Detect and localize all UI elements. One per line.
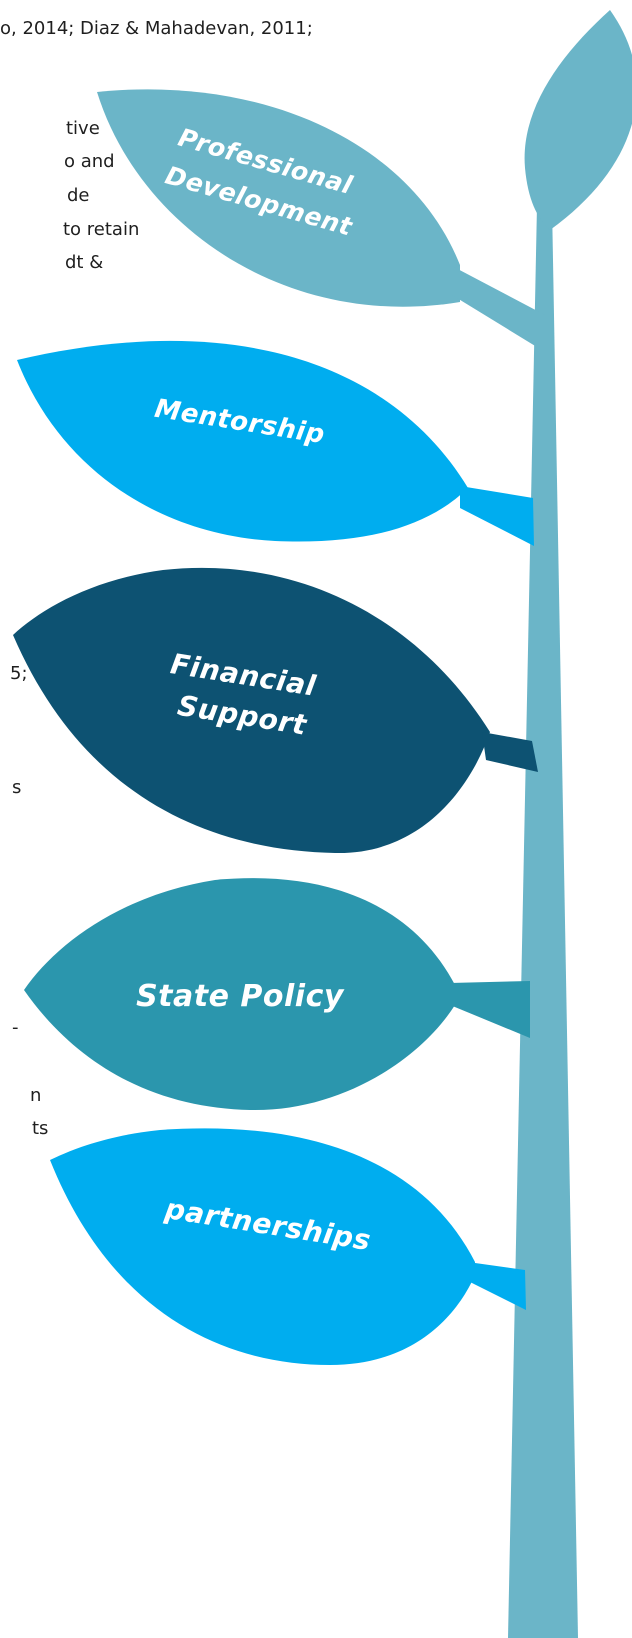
- leaf-partnerships: partnerships: [50, 1128, 526, 1365]
- body-text-line: ts: [32, 1118, 49, 1139]
- leaf-stalk: [460, 486, 534, 546]
- leaf-label-line: State Policy: [136, 979, 345, 1014]
- top-bud: [524, 10, 632, 230]
- body-text-line: tive: [66, 118, 100, 139]
- leaf-shape: [17, 340, 468, 542]
- body-text-line: de: [67, 185, 90, 206]
- body-text-line: dt &: [65, 252, 104, 273]
- leaf-stalk: [482, 732, 538, 772]
- leaf-mentorship: Mentorship: [17, 340, 534, 546]
- body-text-line: n: [30, 1085, 42, 1106]
- plant-stem: [508, 205, 578, 1638]
- body-text-line: o, 2014; Diaz & Mahadevan, 2011;: [0, 18, 313, 39]
- leaf-stalk: [452, 266, 545, 352]
- body-text-line: to retain: [63, 219, 140, 240]
- svg-text:State Policy: State Policy: [136, 979, 345, 1014]
- leaf-shape: [97, 89, 460, 307]
- leaf-shape: [24, 878, 455, 1111]
- body-text-line: o and: [64, 151, 115, 172]
- leaf-stalk: [450, 981, 530, 1038]
- body-text-line: s: [12, 777, 22, 798]
- leaf-financial-support: Financial Support: [13, 567, 538, 854]
- leaf-state-policy: State Policy: [24, 878, 530, 1111]
- leaf-shape: [13, 567, 490, 854]
- leaf-stalk: [468, 1262, 526, 1310]
- body-text-line: 5;: [10, 663, 28, 684]
- leaf-shape: [50, 1128, 475, 1365]
- leaf-professional-development: Professional Development: [97, 89, 545, 352]
- body-text-line: -: [12, 1017, 19, 1038]
